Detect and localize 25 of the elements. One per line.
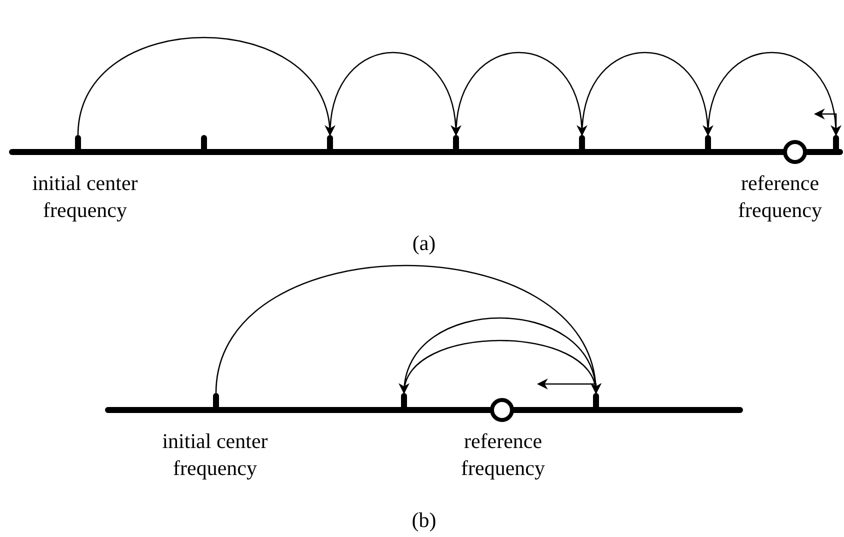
tick-mark [579, 135, 585, 152]
tick-mark [327, 135, 333, 152]
axis-label: initial center frequency [31, 170, 139, 224]
arrow [329, 52, 460, 136]
tick-mark [593, 393, 599, 410]
arrow [536, 378, 597, 393]
tick-mark [201, 135, 207, 152]
tick-mark [213, 393, 219, 410]
axis-label: reference frequency [460, 428, 546, 482]
tick-mark [401, 393, 407, 410]
arrow [814, 108, 837, 135]
axis-label: initial center frequency [161, 428, 269, 482]
arrow [403, 340, 600, 394]
arrow [707, 52, 840, 136]
arrow [455, 52, 586, 136]
tick-mark [75, 135, 81, 152]
tick-mark [705, 135, 711, 152]
arrow [77, 37, 334, 136]
tick-mark [453, 135, 459, 152]
tick-mark [833, 135, 839, 152]
panel-label: (a) [411, 230, 437, 257]
axis-label: reference frequency [737, 170, 823, 224]
arrow [400, 317, 597, 394]
arrow [581, 52, 712, 136]
panel-label: (b) [410, 507, 438, 534]
